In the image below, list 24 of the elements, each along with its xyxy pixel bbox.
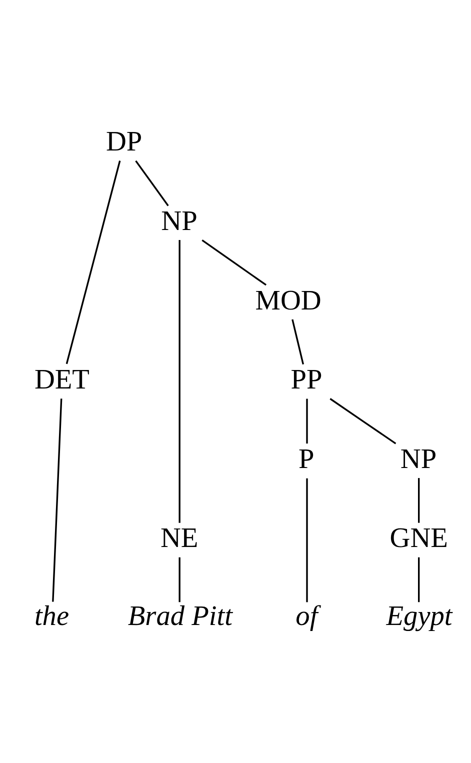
node-text: DP	[106, 126, 142, 158]
node-text: the	[34, 601, 70, 632]
node-text: MOD	[255, 285, 322, 316]
connector	[66, 160, 121, 364]
connector	[330, 398, 396, 444]
connector	[292, 319, 304, 364]
connector	[418, 478, 420, 523]
connector	[52, 398, 62, 602]
node-text: GNE	[390, 523, 448, 554]
node-text: NE	[160, 523, 198, 554]
node-text: Brad Pitt	[128, 601, 232, 632]
node-text: DET	[34, 364, 90, 396]
connector	[418, 557, 420, 602]
node-text: Egypt	[386, 601, 452, 632]
connector	[202, 240, 267, 286]
node-text: NP	[400, 444, 437, 475]
connector	[306, 478, 308, 602]
connector	[135, 160, 169, 206]
connector	[178, 557, 180, 602]
connector	[178, 240, 180, 523]
node-text: PP	[290, 364, 322, 396]
node-text: P	[298, 444, 314, 475]
node-text: NP	[161, 206, 198, 238]
connector	[306, 398, 308, 444]
